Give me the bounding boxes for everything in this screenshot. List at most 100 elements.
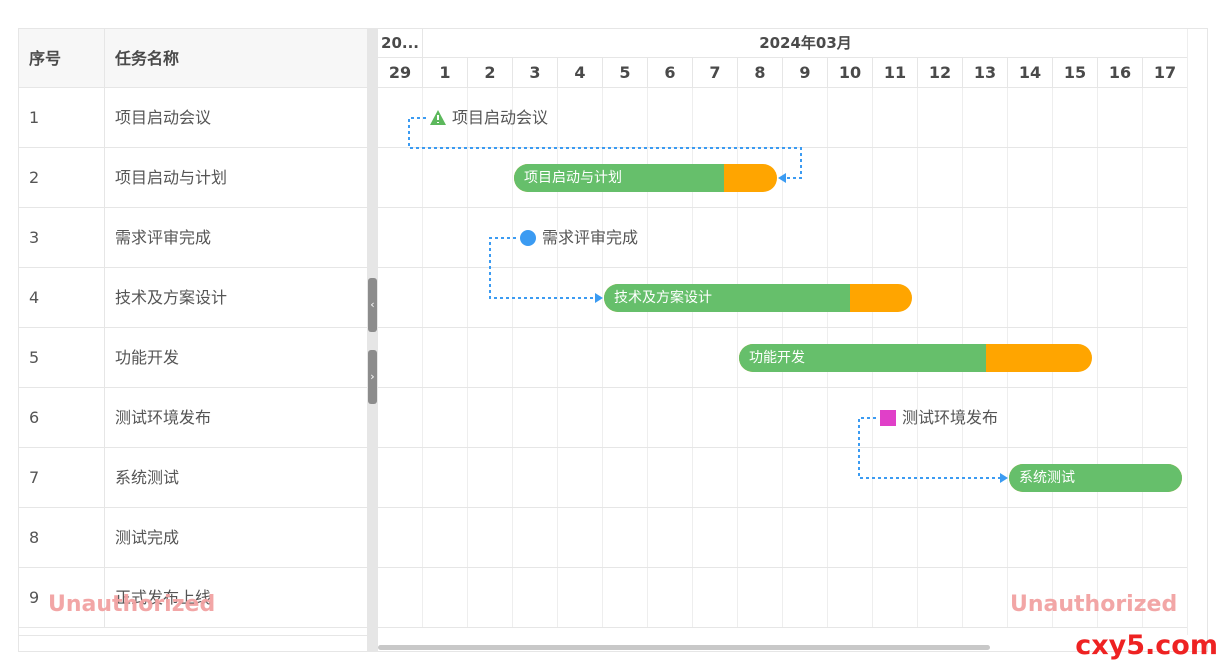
day-cell: 14 [1008, 58, 1053, 88]
day-gridline [512, 88, 513, 628]
task-index-cell: 8 [19, 508, 105, 567]
table-row[interactable]: 8 测试完成 [19, 508, 367, 568]
day-gridline [1142, 88, 1143, 628]
task-index-cell: 6 [19, 388, 105, 447]
row-gridline [378, 447, 1189, 448]
task-name-cell: 正式发布上线 [115, 588, 212, 607]
table-row[interactable]: 2 项目启动与计划 [19, 148, 367, 208]
day-gridline [692, 88, 693, 628]
watermark-left: Unauthorized [48, 592, 216, 617]
day-cell: 5 [603, 58, 648, 88]
task-bar[interactable]: 系统测试 [1009, 464, 1182, 492]
task-index-cell: 3 [19, 208, 105, 267]
month-cell-previous: 20... [378, 29, 423, 58]
table-row[interactable]: 6 测试环境发布 [19, 388, 367, 448]
task-name-cell: 项目启动与计划 [115, 168, 228, 187]
collapse-left-button[interactable]: ‹ [368, 278, 377, 332]
task-bar-label: 功能开发 [749, 350, 805, 366]
row-gridline [378, 267, 1189, 268]
task-index-cell: 9 [19, 568, 105, 627]
day-gridline [557, 88, 558, 628]
day-cell: 9 [783, 58, 828, 88]
milestone-label: 项目启动会议 [452, 108, 549, 127]
task-bar-progress [1009, 464, 1182, 492]
day-cell: 11 [873, 58, 918, 88]
month-cell-current: 2024年03月 [423, 29, 1189, 58]
task-name-cell: 项目启动会议 [115, 108, 212, 127]
horizontal-scrollbar-thumb[interactable] [378, 645, 990, 650]
task-index-cell: 2 [19, 148, 105, 207]
grid-bottom-divider [19, 635, 367, 636]
task-name-cell: 测试环境发布 [115, 408, 212, 427]
table-row[interactable]: 5 功能开发 [19, 328, 367, 388]
table-row[interactable]: 3 需求评审完成 [19, 208, 367, 268]
expand-left-button[interactable]: › [368, 350, 377, 404]
task-index-cell: 5 [19, 328, 105, 387]
table-row[interactable]: 4 技术及方案设计 [19, 268, 367, 328]
milestone-label: 测试环境发布 [902, 408, 999, 427]
day-cell: 2 [468, 58, 513, 88]
day-cell: 13 [963, 58, 1008, 88]
task-bar-progress [604, 284, 851, 312]
column-header-index[interactable]: 序号 [19, 29, 105, 88]
square-icon[interactable] [879, 409, 897, 427]
grid-rows: 1 项目启动会议 2 项目启动与计划 3 需求评审完成 4 技术及方案设计 5 功能开发 6 测试环境… [19, 88, 367, 628]
grid-header: 序号 任务名称 [19, 29, 367, 88]
timeline-body: 项目启动与计划技术及方案设计功能开发系统测试 项目启动会议需求评审完成测试环境发布 [378, 88, 1189, 635]
day-cell: 15 [1053, 58, 1098, 88]
day-cell: 7 [693, 58, 738, 88]
table-row[interactable]: 1 项目启动会议 [19, 88, 367, 148]
day-cell: 16 [1098, 58, 1143, 88]
day-cell: 12 [918, 58, 963, 88]
task-bar-label: 技术及方案设计 [614, 290, 712, 306]
task-index-cell: 1 [19, 88, 105, 147]
day-cell: 10 [828, 58, 873, 88]
chevron-left-icon: ‹ [370, 298, 375, 311]
day-gridline [1097, 88, 1098, 628]
day-gridline [602, 88, 603, 628]
column-header-task-name[interactable]: 任务名称 [115, 49, 180, 68]
task-name-cell: 需求评审完成 [115, 228, 212, 247]
day-gridline [737, 88, 738, 628]
task-index-cell: 7 [19, 448, 105, 507]
task-name-cell: 技术及方案设计 [115, 288, 228, 307]
row-gridline [378, 507, 1189, 508]
task-name-cell: 测试完成 [115, 528, 180, 547]
day-cell: 8 [738, 58, 783, 88]
day-cell: 3 [513, 58, 558, 88]
watermark-right: Unauthorized [1010, 592, 1178, 617]
row-gridline [378, 207, 1189, 208]
horizontal-scrollbar[interactable] [378, 643, 1189, 651]
task-index-cell: 4 [19, 268, 105, 327]
warning-icon[interactable] [429, 109, 447, 127]
task-bar-label: 系统测试 [1019, 470, 1075, 486]
task-bar[interactable]: 技术及方案设计 [604, 284, 912, 312]
pane-splitter[interactable]: ‹ › [367, 29, 378, 651]
day-gridline [647, 88, 648, 628]
row-gridline [378, 147, 1189, 148]
row-gridline [378, 567, 1189, 568]
task-bar-label: 项目启动与计划 [524, 170, 622, 186]
task-name-cell: 功能开发 [115, 348, 180, 367]
circle-icon[interactable] [519, 229, 537, 247]
vertical-scrollbar[interactable] [1187, 29, 1207, 635]
chevron-right-icon: › [370, 370, 375, 383]
day-gridline [422, 88, 423, 628]
row-gridline [378, 627, 1189, 628]
task-bar[interactable]: 功能开发 [739, 344, 1092, 372]
month-scale: 20... 2024年03月 [378, 29, 1189, 58]
site-brand-logo: cxy5.com [1075, 630, 1218, 661]
day-gridline [467, 88, 468, 628]
table-row[interactable]: 7 系统测试 [19, 448, 367, 508]
milestone-label: 需求评审完成 [542, 228, 639, 247]
task-name-cell: 系统测试 [115, 468, 180, 487]
day-cell: 29 [378, 58, 423, 88]
day-cell: 17 [1143, 58, 1188, 88]
day-cell: 6 [648, 58, 693, 88]
day-cell: 1 [423, 58, 468, 88]
task-bar[interactable]: 项目启动与计划 [514, 164, 777, 192]
table-row[interactable]: 9 正式发布上线 [19, 568, 367, 628]
task-bar-progress [739, 344, 987, 372]
